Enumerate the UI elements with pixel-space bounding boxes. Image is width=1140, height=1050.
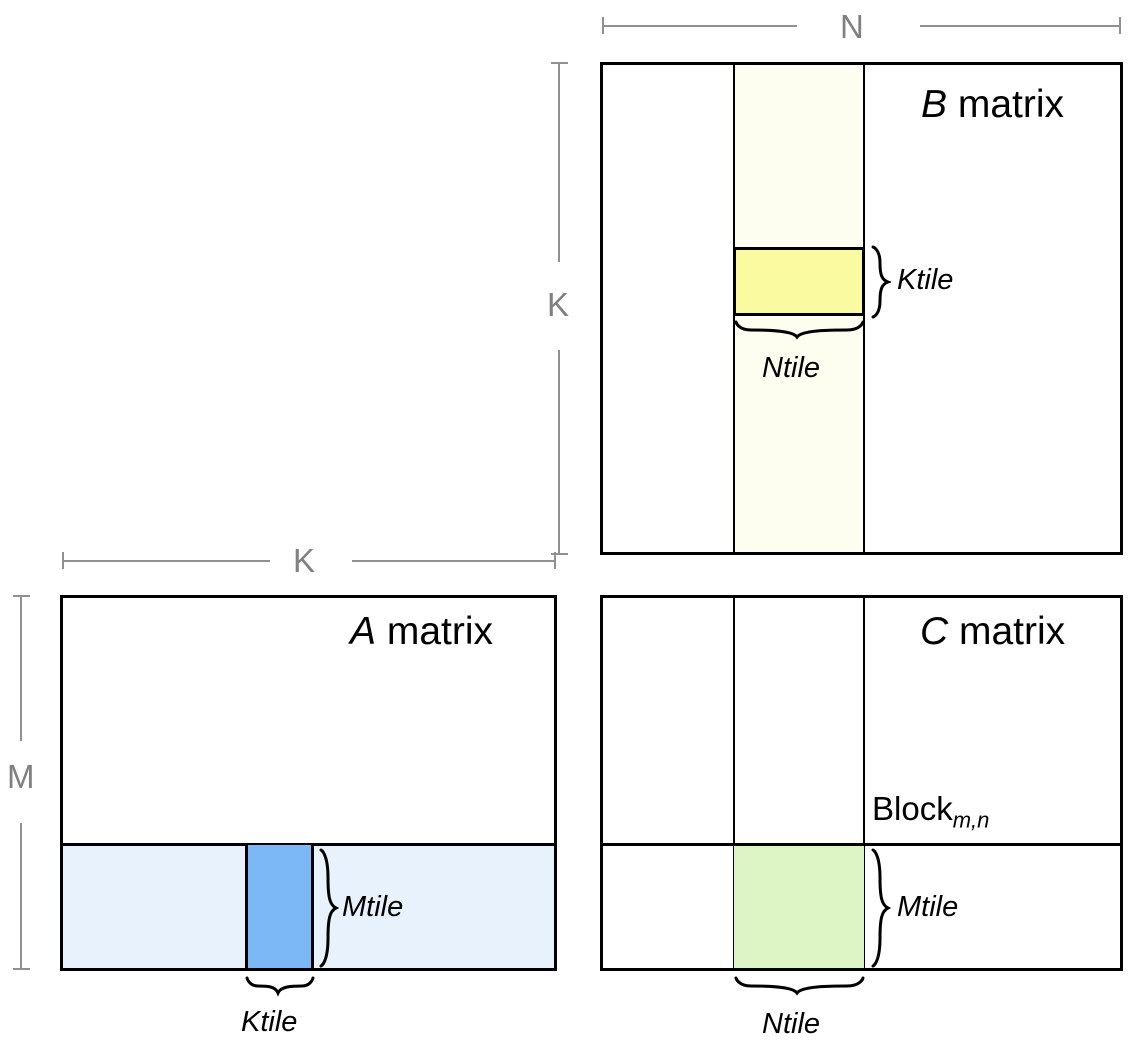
m-dim-line-top: [20, 595, 22, 741]
k-horiz-tick-right: [554, 552, 556, 569]
c-block-label-subscript: m,n: [952, 807, 990, 833]
k-horiz-line-right: [352, 560, 555, 562]
c-ntile-brace: [734, 974, 865, 998]
a-matrix-row-divider: [60, 843, 557, 846]
a-matrix-label: A matrix: [350, 612, 493, 651]
b-matrix-label-letter: B: [921, 83, 948, 126]
b-ktile-brace: [869, 245, 891, 319]
c-matrix-tile: [734, 846, 864, 968]
a-ktile-brace: [245, 974, 315, 998]
c-mtile-label: Mtile: [897, 891, 959, 923]
b-matrix-label-text: matrix: [947, 83, 1065, 126]
b-matrix-tile: [733, 247, 865, 316]
c-matrix-row-divider: [600, 843, 1123, 846]
c-matrix-label: C matrix: [920, 612, 1065, 651]
c-block-label-text: Block: [872, 790, 953, 827]
k-vert-tick-bottom: [551, 553, 568, 555]
c-block-label: Blockm,n: [872, 792, 989, 832]
m-dim-label: M: [7, 758, 35, 795]
a-matrix-label-text: matrix: [376, 610, 494, 653]
k-vert-line-bottom: [558, 350, 560, 554]
b-ntile-brace: [734, 318, 865, 342]
k-horiz-line-left: [62, 560, 270, 562]
b-ntile-label: Ntile: [762, 352, 821, 384]
c-matrix-divider-left: [733, 598, 735, 968]
m-dim-tick-bottom: [13, 968, 30, 970]
a-matrix-label-letter: A: [350, 610, 377, 653]
k-vert-line-top: [558, 62, 560, 262]
n-dim-label: N: [840, 8, 864, 45]
c-ntile-label: Ntile: [762, 1008, 821, 1040]
c-matrix-label-text: matrix: [948, 610, 1066, 653]
c-mtile-brace: [869, 848, 891, 968]
b-ktile-label: Ktile: [897, 264, 954, 296]
n-dim-tick-right: [1119, 17, 1121, 34]
k-vert-dim-label: K: [547, 286, 570, 323]
c-matrix-divider-right: [863, 598, 865, 968]
a-ktile-label: Ktile: [241, 1006, 298, 1038]
a-matrix-tile: [245, 845, 314, 968]
n-dim-line-right: [920, 25, 1121, 27]
m-dim-line-bottom: [20, 823, 22, 969]
a-mtile-label: Mtile: [342, 891, 404, 923]
c-matrix-label-letter: C: [920, 610, 949, 653]
n-dim-line-left: [602, 25, 797, 27]
k-horiz-dim-label: K: [293, 542, 316, 579]
a-mtile-brace: [317, 848, 339, 968]
b-matrix-label: B matrix: [921, 85, 1064, 124]
